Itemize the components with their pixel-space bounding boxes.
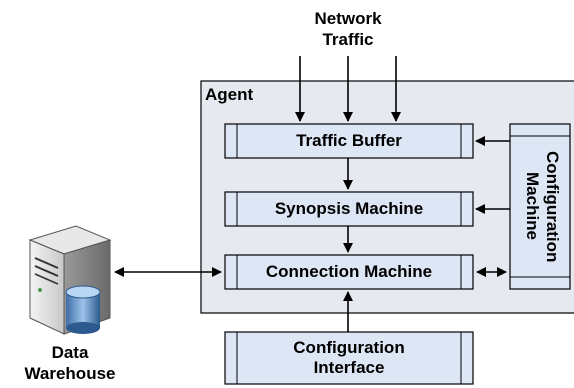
network-traffic-line2: Traffic (322, 30, 374, 49)
network-traffic-arrows (295, 56, 401, 122)
data-warehouse-label: Data Warehouse (20, 342, 120, 384)
configuration-interface-line2: Interface (313, 358, 385, 377)
server-database-icon (28, 225, 112, 335)
data-warehouse-line2: Warehouse (24, 364, 116, 383)
connection-machine-label: Connection Machine (265, 262, 433, 281)
configuration-interface-label: Configuration Interface (237, 334, 461, 382)
connection-machine-box (224, 254, 474, 290)
configuration-machine-box (509, 123, 571, 290)
configuration-machine-text: Configuration Machine (523, 150, 562, 263)
traffic-buffer-label: Traffic Buffer (296, 131, 402, 150)
synopsis-machine-label: Synopsis Machine (274, 199, 424, 218)
internal-flow-arrows (114, 136, 510, 332)
network-traffic-line1: Network (314, 9, 382, 28)
agent-label: Agent (205, 85, 254, 104)
network-traffic-label: Network Traffic (288, 8, 408, 50)
configuration-machine-label: Configuration Machine (510, 136, 570, 277)
data-warehouse-line1: Data (51, 343, 89, 362)
configuration-interface-line1: Configuration (293, 338, 405, 357)
synopsis-machine-box (224, 191, 474, 227)
traffic-buffer-box (224, 123, 474, 159)
configuration-interface-box (224, 331, 474, 385)
